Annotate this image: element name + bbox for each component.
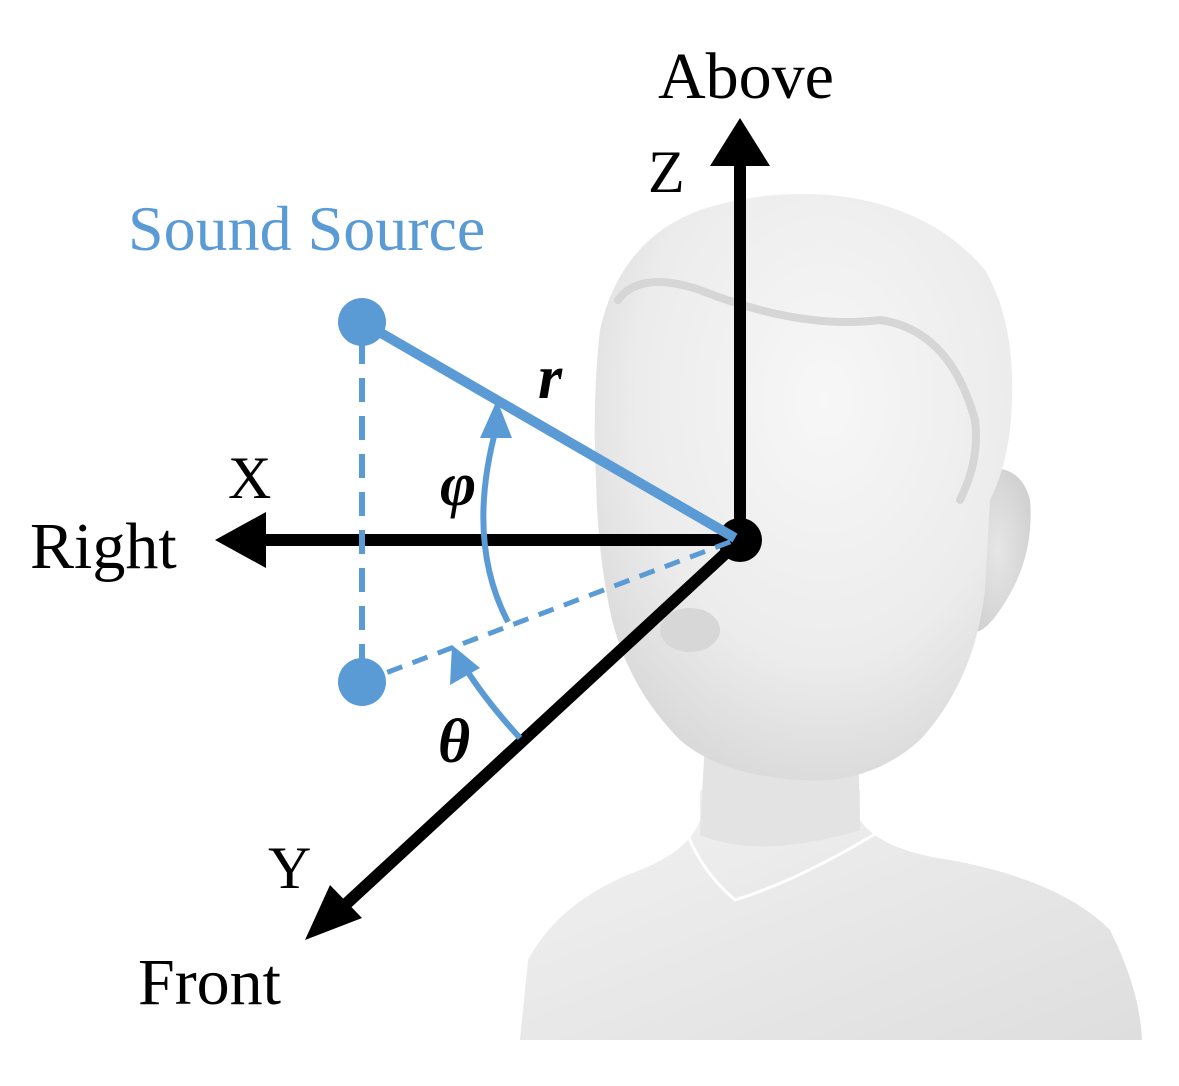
- source-geometry: [338, 298, 738, 741]
- z-axis-arrowhead: [710, 118, 770, 166]
- x-axis-arrowhead: [215, 512, 266, 568]
- sound-source-label: Sound Source: [128, 193, 485, 264]
- phi-arc-arrowhead: [480, 400, 512, 438]
- projection-dot-icon: [338, 658, 386, 706]
- origin-dot: [718, 518, 762, 562]
- front-label: Front: [138, 946, 281, 1019]
- theta-label: θ: [438, 708, 470, 776]
- head-bust-icon: [520, 194, 1142, 1040]
- torso-shape: [520, 790, 1142, 1040]
- axes: [215, 118, 770, 940]
- phi-arc: [480, 424, 511, 624]
- y-axis-arrowhead: [305, 885, 362, 940]
- hairline-shape: [614, 278, 980, 504]
- x-axis-label: X: [228, 445, 271, 511]
- mouth-shading: [660, 608, 720, 652]
- theta-arc: [459, 661, 523, 741]
- phi-label: φ: [440, 451, 476, 519]
- projection-dashed-line: [361, 537, 736, 685]
- above-label: Above: [658, 40, 834, 113]
- collar-line: [684, 826, 886, 902]
- right-label: Right: [30, 510, 177, 583]
- z-axis-label: Z: [648, 139, 685, 205]
- theta-arc-arrowhead: [450, 645, 480, 685]
- y-axis-label: Y: [268, 835, 311, 901]
- labels: Above Z Sound Source r X φ Right θ Y Fro…: [30, 40, 834, 1019]
- r-label: r: [538, 344, 563, 412]
- y-axis-line: [340, 535, 745, 910]
- radius-line: [359, 317, 738, 543]
- sound-source-dot-icon: [338, 298, 386, 346]
